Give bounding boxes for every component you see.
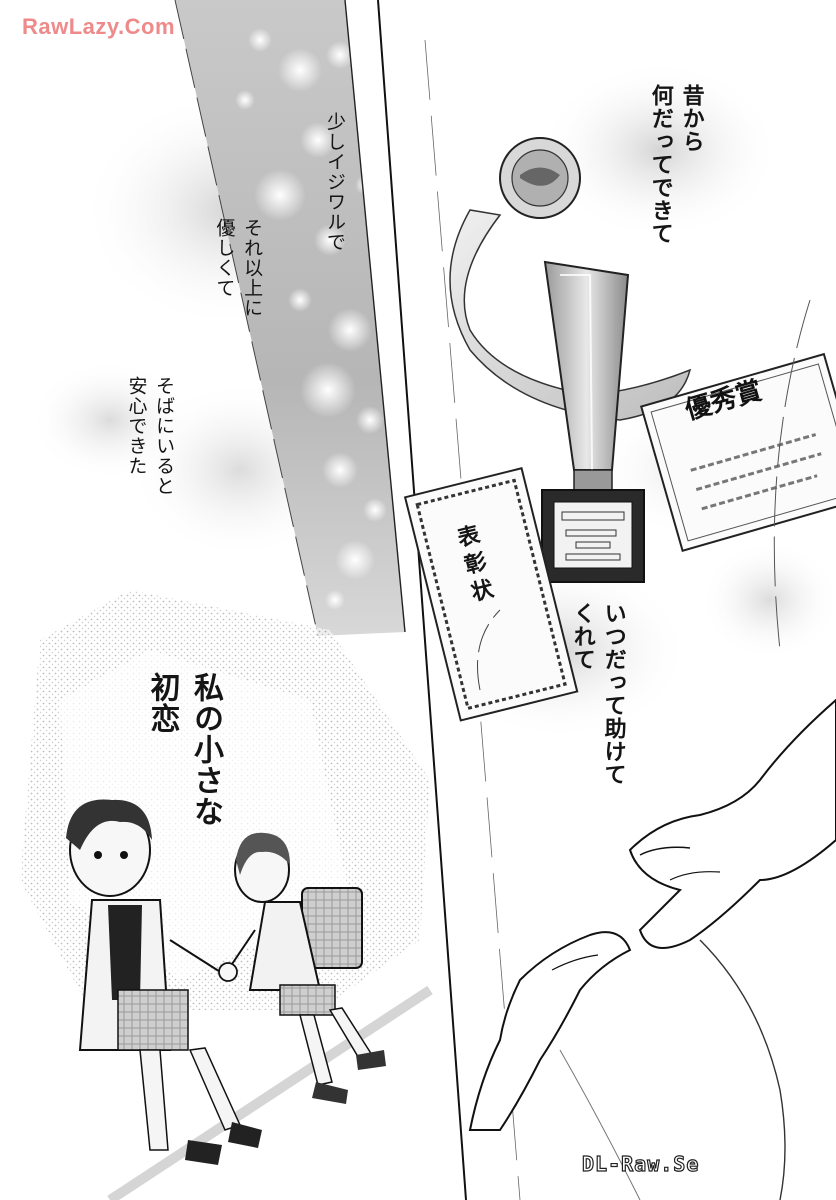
girl-figure (218, 832, 386, 1104)
caption-tease: 少しイジワルで (324, 112, 346, 252)
caption-kind: それ以上に 優しくて (213, 218, 264, 318)
watermark-top: RawLazy.Com (22, 14, 176, 39)
hands (468, 698, 836, 1200)
caption-always-helped: いつだって助けて くれて (569, 602, 626, 786)
boy-figure (66, 799, 262, 1165)
watermark-bottom: DL-Raw.Se (581, 1151, 700, 1176)
caption-can-do-anything: 昔から 何だってできて (647, 84, 704, 245)
certificate (403, 467, 579, 722)
caption-safe: そばにいると 安心できた (125, 376, 176, 496)
award-certificate (640, 352, 836, 552)
caption-first-love: 私の小さな 初恋 (144, 672, 224, 827)
trophy (541, 260, 645, 583)
